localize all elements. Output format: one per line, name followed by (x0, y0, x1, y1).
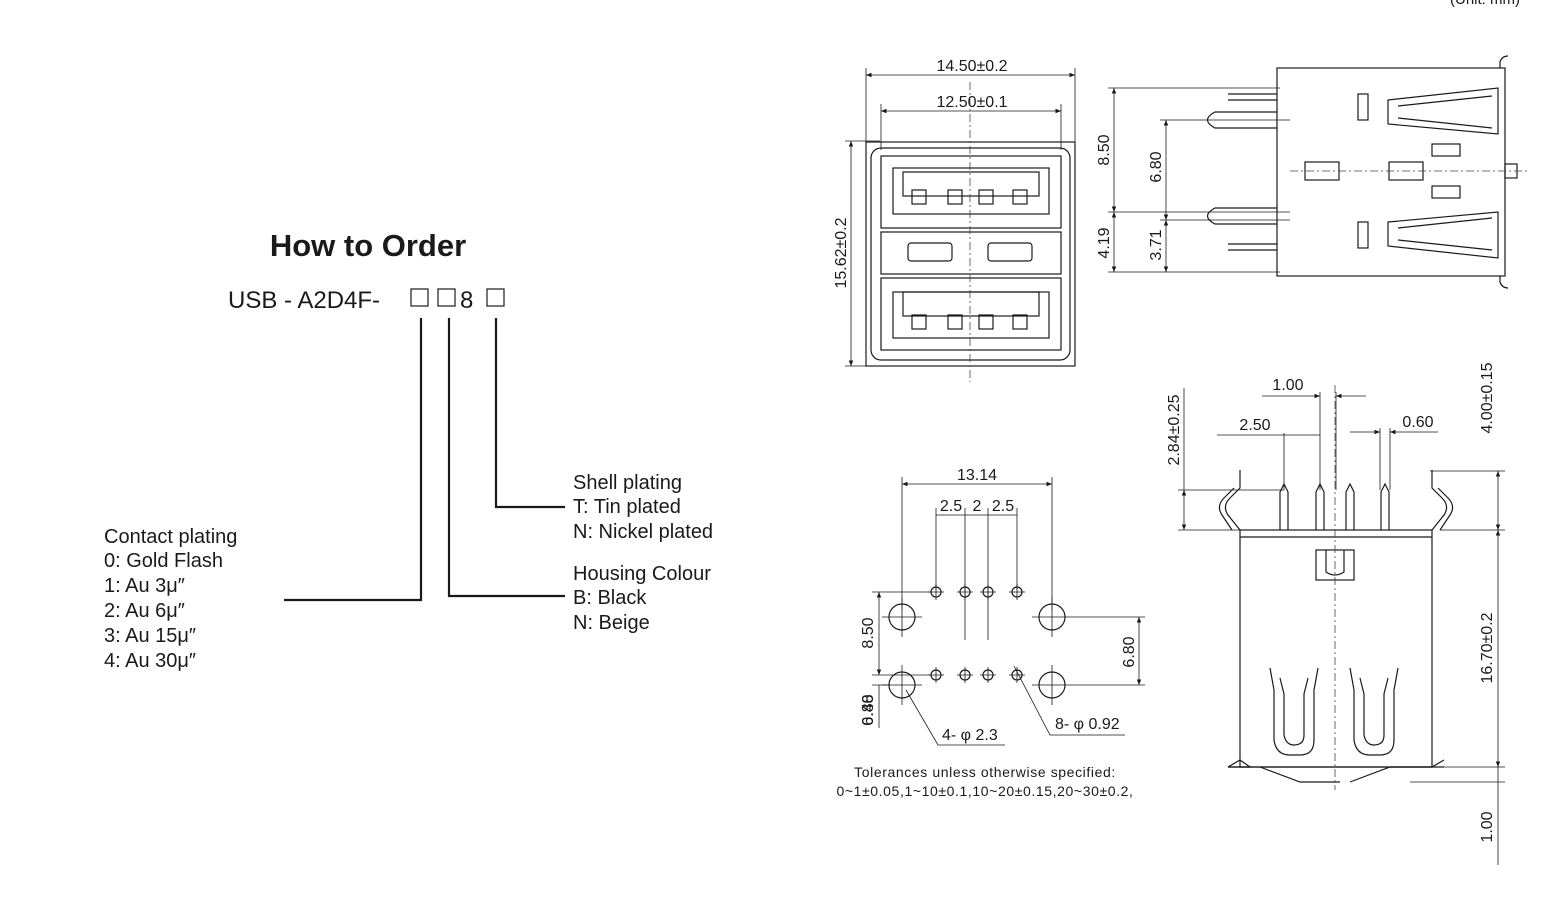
contact-plating-list: Contact plating 0: Gold Flash 1: Au 3μ″ … (104, 526, 237, 672)
pcb-layout: 13.14 2.5 2 2.5 8.50 6.80 0.48 (860, 467, 1145, 746)
dim-bottom-2-50: 2.50 (1239, 417, 1270, 434)
contact-item: 3: Au 15μ″ (104, 625, 196, 647)
dim-bottom-1-00: 1.00 (1272, 377, 1303, 394)
order-box-housing (437, 288, 456, 307)
dim-width-inner: 12.50±0.1 (936, 94, 1007, 111)
dim-pcb-0-48: 6.80 (860, 694, 877, 725)
callout-small-holes: 8- φ 0.92 (1055, 716, 1120, 733)
dim-width-outer: 14.50±0.2 (936, 58, 1007, 75)
housing-heading: Housing Colour (573, 563, 711, 585)
dim-bottom-4-00: 4.00±0.15 (1479, 362, 1496, 433)
dim-side-6-80: 6.80 (1148, 151, 1165, 182)
contact-item: 4: Au 30μ″ (104, 650, 196, 672)
housing-colour-list: Housing Colour B: Black N: Beige (573, 563, 711, 634)
housing-item: N: Beige (573, 612, 650, 634)
part-number-prefix: USB - A2D4F- (228, 287, 380, 314)
order-box-contact (410, 288, 429, 307)
contact-item: 1: Au 3μ″ (104, 575, 185, 597)
dim-pitch-a: 2.5 (940, 498, 962, 515)
callout-large-holes: 4- φ 2.3 (942, 727, 998, 744)
dim-bottom-1-00-b: 1.00 (1479, 811, 1496, 842)
dim-pitch-b: 2 (973, 498, 982, 515)
dim-side-4-19: 4.19 (1096, 227, 1113, 258)
order-box-shell (486, 288, 505, 307)
dim-pcb-8-50: 8.50 (860, 617, 877, 648)
housing-item: B: Black (573, 587, 647, 609)
side-view: 8.50 6.80 4.19 3.71 (1096, 55, 1530, 289)
dim-pcb-span: 13.14 (957, 467, 997, 484)
shell-item: N: Nickel plated (573, 521, 713, 543)
contact-item: 0: Gold Flash (104, 550, 223, 572)
dim-side-3-71: 3.71 (1148, 229, 1165, 260)
bottom-view: 1.00 2.50 0.60 2.84±0.25 4.00±0.15 16.70… (1166, 362, 1505, 865)
dim-height: 15.62±0.2 (833, 217, 850, 288)
tolerance-heading: Tolerances unless otherwise specified: (854, 764, 1116, 780)
shell-plating-list: Shell plating T: Tin plated N: Nickel pl… (573, 472, 713, 543)
order-title: How to Order (270, 228, 466, 263)
contact-item: 2: Au 6μ″ (104, 600, 185, 622)
tolerance-values: 0~1±0.05,1~10±0.1,10~20±0.15,20~30±0.2, (836, 783, 1133, 799)
dim-bottom-2-84: 2.84±0.25 (1166, 394, 1183, 465)
leader-housing (447, 318, 565, 598)
unit-note: (Unit: mm) (1450, 0, 1520, 8)
how-to-order: How to Order USB - A2D4F- 8 Contact plat… (104, 228, 713, 672)
part-number-digit: 8 (460, 287, 473, 314)
dim-bottom-16-70: 16.70±0.2 (1479, 612, 1496, 683)
dim-pitch-c: 2.5 (992, 498, 1014, 515)
shell-heading: Shell plating (573, 472, 682, 494)
leader-contact (284, 318, 423, 602)
dim-pcb-6-80: 6.80 (1121, 636, 1138, 667)
dim-side-8-50: 8.50 (1096, 134, 1113, 165)
leader-shell (494, 318, 565, 509)
dim-bottom-0-60: 0.60 (1402, 414, 1433, 431)
front-view: 14.50±0.2 12.50±0.1 15.62±0.2 (833, 58, 1076, 382)
shell-item: T: Tin plated (573, 496, 681, 518)
dim-pcb-0-48-label: 0.48 (860, 694, 877, 725)
contact-heading: Contact plating (104, 526, 237, 548)
